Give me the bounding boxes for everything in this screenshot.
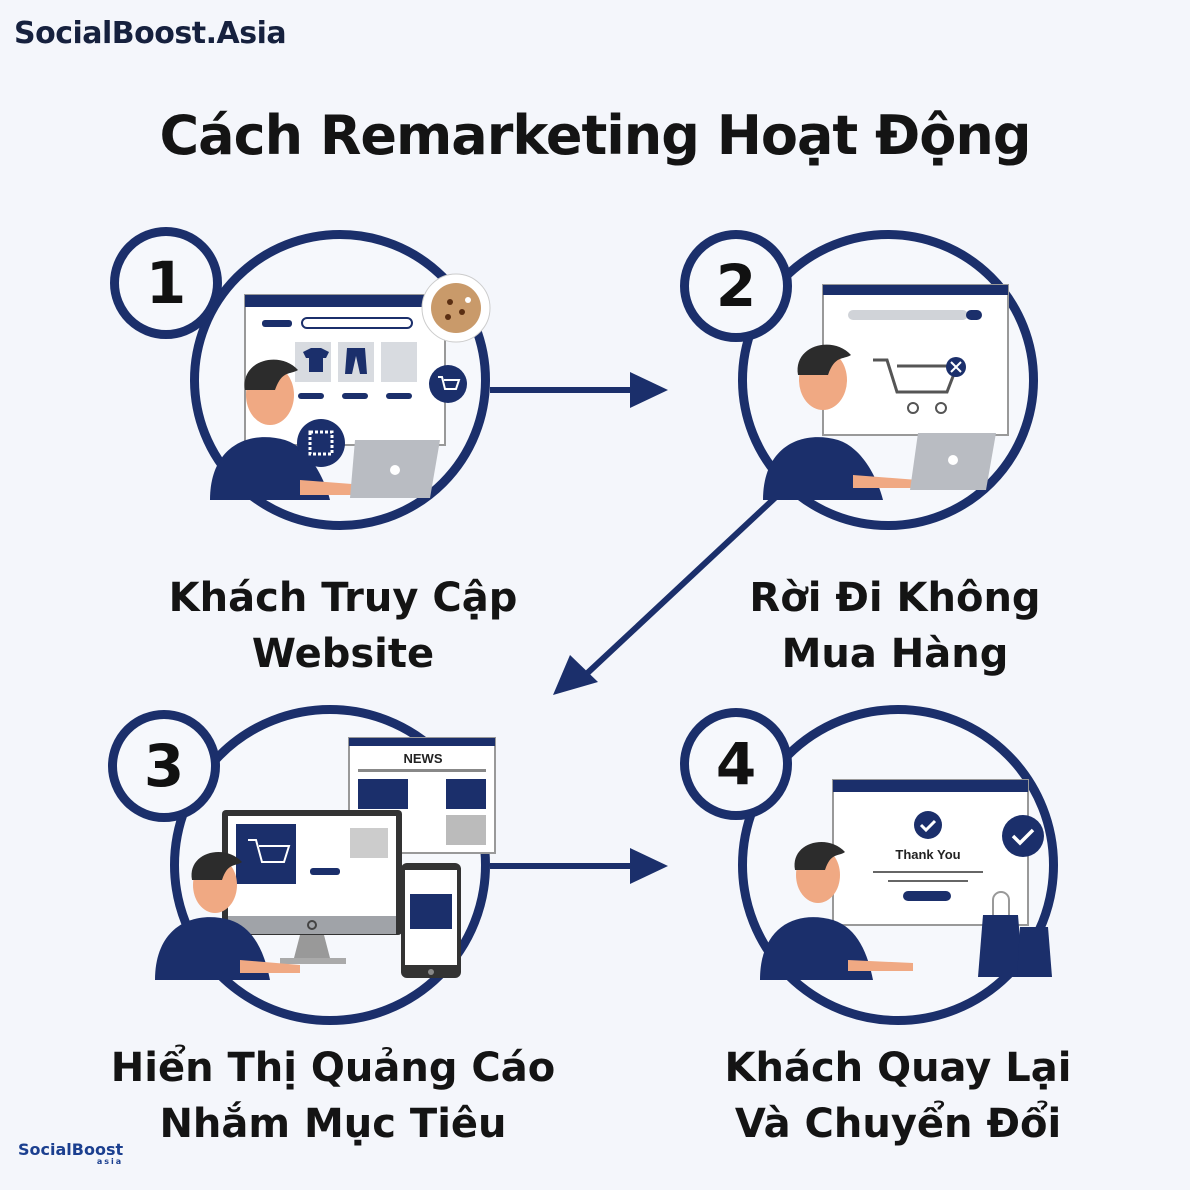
step-3-label: Hiển Thị Quảng Cáo Nhắm Mục Tiêu	[103, 1040, 563, 1152]
cart-badge-icon	[429, 365, 467, 403]
step-4-label-line2: Và Chuyển Đổi	[734, 1101, 1062, 1147]
step-2-number: 2	[680, 230, 792, 342]
step-3-label-line2: Nhắm Mục Tiêu	[159, 1101, 507, 1147]
step-1-label-line2: Website	[251, 631, 435, 677]
step-1-label-line1: Khách Truy Cập	[168, 575, 518, 621]
qr-code-icon	[297, 419, 345, 467]
footer-logo-sub: asia	[96, 1157, 124, 1166]
step-2-label-line2: Mua Hàng	[781, 631, 1009, 677]
step-4-label-line1: Khách Quay Lại	[724, 1045, 1072, 1091]
step-2-label-line1: Rời Đi Không	[749, 575, 1041, 621]
step-3-label-line1: Hiển Thị Quảng Cáo	[110, 1045, 556, 1091]
step-2-label: Rời Đi Không Mua Hàng	[665, 570, 1125, 682]
browser-icon	[763, 284, 1009, 500]
desktop-monitor-icon	[222, 810, 402, 964]
smartphone-icon	[401, 863, 461, 978]
thank-you-browser-icon: Thank You	[760, 779, 1052, 980]
step-4-number: 4	[680, 708, 792, 820]
cookie-icon	[421, 273, 491, 343]
step-3-number: 3	[108, 710, 220, 822]
footer-logo-text: SocialBoost	[18, 1140, 124, 1159]
news-site-icon: NEWS	[348, 737, 496, 854]
svg-text:Thank You: Thank You	[895, 847, 960, 862]
footer-logo: SocialBoost asia	[18, 1140, 123, 1166]
person-icon	[155, 851, 300, 980]
step-4-label: Khách Quay Lại Và Chuyển Đổi	[668, 1040, 1128, 1152]
step-1-label: Khách Truy Cập Website	[113, 570, 573, 682]
svg-text:NEWS: NEWS	[404, 751, 443, 766]
page-title: Cách Remarketing Hoạt Động	[159, 104, 1032, 167]
step-1-number: 1	[110, 227, 222, 339]
brand-header: SocialBoost.Asia	[14, 16, 287, 51]
